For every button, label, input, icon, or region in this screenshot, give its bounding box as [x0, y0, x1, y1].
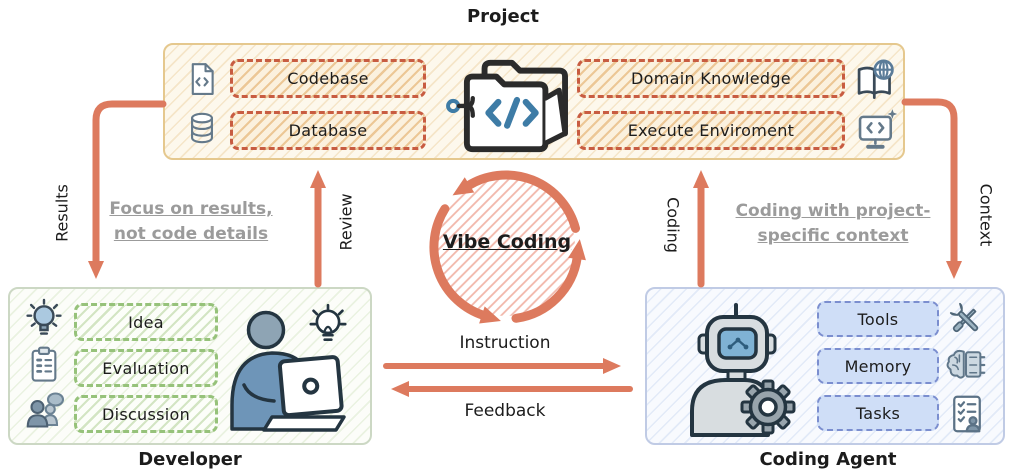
- task-list-person-icon: [949, 393, 985, 435]
- developer-chip-discussion: Discussion: [74, 395, 218, 433]
- developer-chip-evaluation: Evaluation: [74, 349, 218, 387]
- note-focus-on-results: Focus on results, not code details: [109, 199, 273, 244]
- context-label: Context: [976, 183, 996, 247]
- monitor-code-icon: [856, 107, 898, 151]
- instruction-label: Instruction: [459, 333, 551, 353]
- database-icon: [185, 109, 219, 147]
- vibe-coding-label: Vibe Coding: [442, 231, 572, 253]
- coding-agent-title: Coding Agent: [759, 449, 897, 470]
- agent-chip-tasks: Tasks: [817, 395, 939, 431]
- agent-chip-memory: Memory: [817, 348, 939, 384]
- gear-icon: [740, 379, 796, 435]
- code-file-icon: [185, 60, 219, 98]
- clipboard-checklist-icon: [27, 345, 61, 385]
- project-box: Codebase Database Domain Knowledge Execu…: [163, 43, 905, 160]
- project-chip-codebase: Codebase: [230, 59, 426, 98]
- project-chip-domain-knowledge: Domain Knowledge: [577, 59, 845, 98]
- lightbulb-icon: [24, 297, 64, 343]
- developer-chip-idea: Idea: [74, 303, 218, 341]
- project-chip-execute-environment: Execute Enviroment: [577, 111, 845, 150]
- idea-lightbulb-outline-icon: [308, 303, 348, 353]
- developer-box: Idea Evaluation Discussion: [8, 287, 372, 445]
- crossed-tools-icon: [945, 299, 987, 339]
- project-chip-database: Database: [230, 111, 426, 150]
- folder-code-icon: [445, 51, 583, 157]
- robot-with-gear-illustration: [672, 299, 802, 437]
- note-project-specific-context: Coding with project- specific context: [735, 201, 931, 246]
- review-label: Review: [336, 193, 356, 251]
- feedback-label: Feedback: [464, 401, 546, 421]
- coding-label: Coding: [663, 197, 683, 253]
- coding-agent-box: Tools Memory Tasks: [645, 287, 1005, 445]
- project-title: Project: [466, 6, 540, 27]
- brain-chip-icon: [945, 347, 987, 383]
- developer-at-laptop-illustration: [220, 303, 352, 435]
- discussion-people-icon: [24, 389, 66, 431]
- book-globe-icon: [854, 56, 898, 102]
- agent-chip-tools: Tools: [817, 301, 939, 337]
- results-label: Results: [52, 184, 72, 242]
- developer-title: Developer: [138, 449, 242, 470]
